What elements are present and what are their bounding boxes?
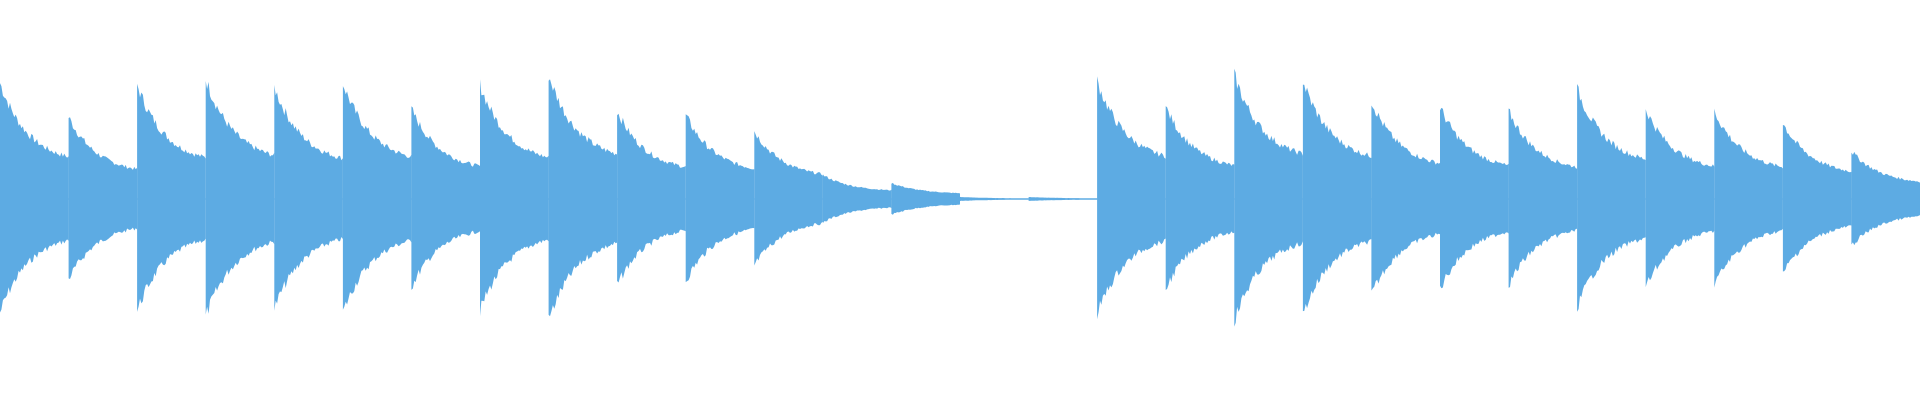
waveform-burst (274, 84, 343, 311)
waveform-burst (205, 81, 275, 315)
waveform-burst (480, 79, 549, 317)
waveform-burst (754, 131, 823, 266)
waveform-burst (685, 114, 755, 283)
waveform-bursts (0, 68, 1920, 327)
waveform-burst (1234, 68, 1303, 327)
waveform-burst (1577, 84, 1646, 312)
waveform-burst (1645, 109, 1715, 288)
waveform-burst (68, 117, 138, 279)
waveform-burst (1371, 105, 1440, 291)
waveform-burst (1782, 125, 1852, 272)
waveform-burst (1165, 106, 1235, 290)
waveform-burst (891, 182, 960, 215)
waveform-burst (960, 196, 1029, 201)
waveform-burst (1302, 84, 1372, 312)
waveform-burst (137, 83, 206, 312)
waveform-burst (342, 86, 412, 310)
waveform-burst (617, 113, 686, 283)
waveform-burst (1440, 107, 1509, 289)
waveform-burst (822, 174, 892, 224)
waveform-burst (1097, 76, 1166, 320)
waveform-burst (1851, 151, 1920, 246)
waveform-burst (411, 106, 480, 290)
waveform-burst (1714, 108, 1783, 288)
waveform-burst (1508, 108, 1578, 288)
waveform-burst (1028, 197, 1098, 201)
waveform-burst (0, 83, 69, 313)
waveform-burst (548, 79, 618, 317)
